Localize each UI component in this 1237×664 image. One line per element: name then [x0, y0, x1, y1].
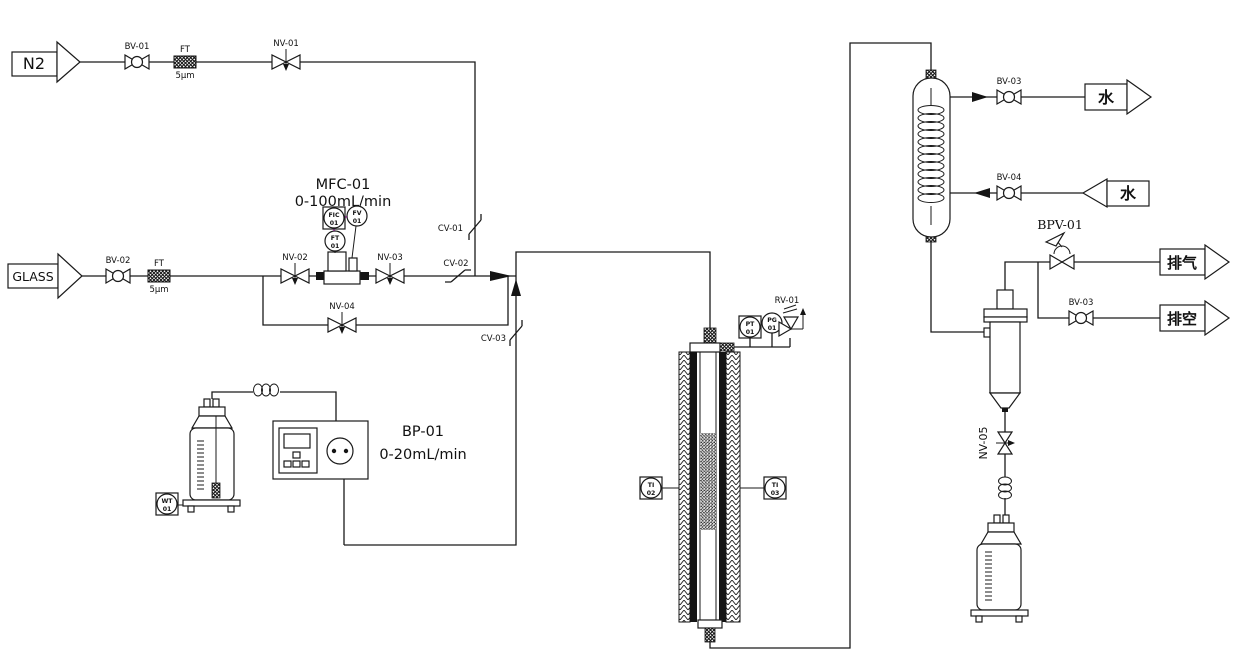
mfc01-mass-flow-controller: MFC-01 0-100mL/min: [295, 177, 392, 285]
flow-arrow-water-out: [972, 92, 988, 102]
exhaust-flag: 排气: [1159, 243, 1231, 281]
bpv01-label: BPV-01: [1037, 217, 1083, 232]
fv01-tag: FV: [352, 210, 361, 217]
flow-arrow-right: [490, 271, 512, 281]
ft-filter-n2: FT 5μm: [173, 45, 197, 81]
bv02-label: BV-02: [106, 256, 131, 266]
bv03-water-valve: BV-03: [996, 77, 1022, 106]
bp01-pump: BP-01 0-20mL/min: [272, 420, 467, 480]
fic01-instrument: FIC 01: [322, 206, 346, 230]
nv03-label: NV-03: [377, 253, 403, 263]
nv02-needle-valve: NV-02: [280, 253, 310, 285]
fv01-num: 01: [353, 218, 362, 225]
exhaust-label: 排气: [1167, 254, 1197, 272]
vent-label: 排空: [1167, 310, 1197, 328]
ft01-num: 01: [331, 243, 340, 250]
pg01-num: 01: [768, 325, 777, 332]
ft-filter-n2-rating: 5μm: [175, 71, 194, 81]
ft01-instrument: FT 01: [324, 230, 346, 252]
ti02-num: 02: [647, 490, 656, 497]
fic01-tag: FIC: [328, 212, 340, 219]
ft-filter-glass-label: FT: [154, 259, 165, 269]
pt01-tag: PT: [746, 321, 756, 328]
ti03-instrument: TI 03: [740, 476, 787, 500]
cv01-check-valve: CV-01: [438, 214, 482, 240]
rv01-relief-valve: RV-01: [775, 296, 806, 338]
nv03-needle-valve: NV-03: [375, 253, 405, 285]
fv01-instrument: FV 01: [346, 205, 368, 227]
bv04-water-valve: BV-04: [996, 173, 1022, 202]
feed-bottle: [182, 398, 241, 513]
nv04-needle-valve: NV-04: [327, 302, 357, 334]
cv02-check-valve: CV-02: [443, 259, 471, 283]
catalyst-bed: [700, 433, 716, 530]
glass-stream-flag: GLASS: [7, 252, 83, 300]
cv01-label: CV-01: [438, 224, 463, 234]
ti02-instrument: TI 02: [639, 476, 679, 500]
cv02-label: CV-02: [443, 259, 468, 269]
wt01-tag: WT: [161, 498, 173, 505]
ti02-tag: TI: [648, 482, 655, 489]
nv05-needle-valve: NV-05: [977, 426, 1015, 460]
pt01-num: 01: [746, 329, 755, 336]
bp01-name: BP-01: [402, 424, 444, 440]
rv01-label: RV-01: [775, 296, 800, 306]
reactor: [678, 327, 741, 643]
nv04-label: NV-04: [329, 302, 355, 312]
bpv01-back-pressure-valve: BPV-01: [1037, 217, 1083, 271]
ft01-tag: FT: [331, 235, 340, 242]
n2-stream-label: N2: [23, 54, 45, 73]
vent-flag: 排空: [1159, 299, 1231, 337]
gas-liquid-separator: [983, 289, 1028, 412]
glass-stream-label: GLASS: [12, 269, 53, 284]
collection-bottle: [970, 514, 1029, 623]
ti03-num: 03: [771, 490, 780, 497]
condenser-coil: [917, 105, 945, 203]
condenser: [912, 69, 951, 243]
pg01-instrument: PG 01: [761, 312, 783, 334]
pg01-tag: PG: [767, 317, 777, 324]
water-in-flag: 水: [1081, 177, 1150, 209]
suction-coil: [253, 383, 279, 397]
wt01-instrument: WT 01: [155, 492, 183, 516]
bp01-range: 0-20mL/min: [379, 447, 466, 463]
cv03-label: CV-03: [481, 334, 506, 344]
process-piping: [79, 42, 1160, 649]
bv04-label: BV-04: [997, 173, 1022, 183]
cv03-check-valve: CV-03: [481, 320, 523, 346]
n2-stream-flag: N2: [11, 40, 81, 84]
water-in-label: 水: [1120, 184, 1137, 203]
bv02-ball-valve: BV-02: [105, 256, 131, 285]
nv05-label: NV-05: [977, 426, 990, 459]
water-out-flag: 水: [1084, 78, 1153, 116]
water-out-label: 水: [1098, 88, 1115, 107]
fic01-num: 01: [330, 220, 339, 227]
ti03-tag: TI: [772, 482, 779, 489]
nv01-needle-valve: NV-01: [271, 39, 301, 71]
ft-filter-glass: FT 5μm: [147, 259, 171, 295]
ft-filter-n2-label: FT: [180, 45, 191, 55]
bv01-ball-valve: BV-01: [124, 42, 150, 71]
bv03-vent-valve: BV-03: [1068, 298, 1094, 327]
wt01-num: 01: [163, 506, 172, 513]
drain-coil: [998, 476, 1012, 500]
bv03-vent-label: BV-03: [1069, 298, 1094, 308]
pt01-instrument: PT 01: [738, 315, 762, 339]
flow-arrow-up: [511, 279, 521, 296]
ft-filter-glass-rating: 5μm: [149, 285, 168, 295]
nv02-label: NV-02: [282, 253, 308, 263]
mfc01-name: MFC-01: [316, 177, 371, 193]
bv01-label: BV-01: [125, 42, 150, 52]
bv03-water-label: BV-03: [997, 77, 1022, 87]
mfc01-range: 0-100mL/min: [295, 194, 392, 210]
nv01-label: NV-01: [273, 39, 299, 49]
flow-arrow-water-in: [974, 188, 990, 198]
